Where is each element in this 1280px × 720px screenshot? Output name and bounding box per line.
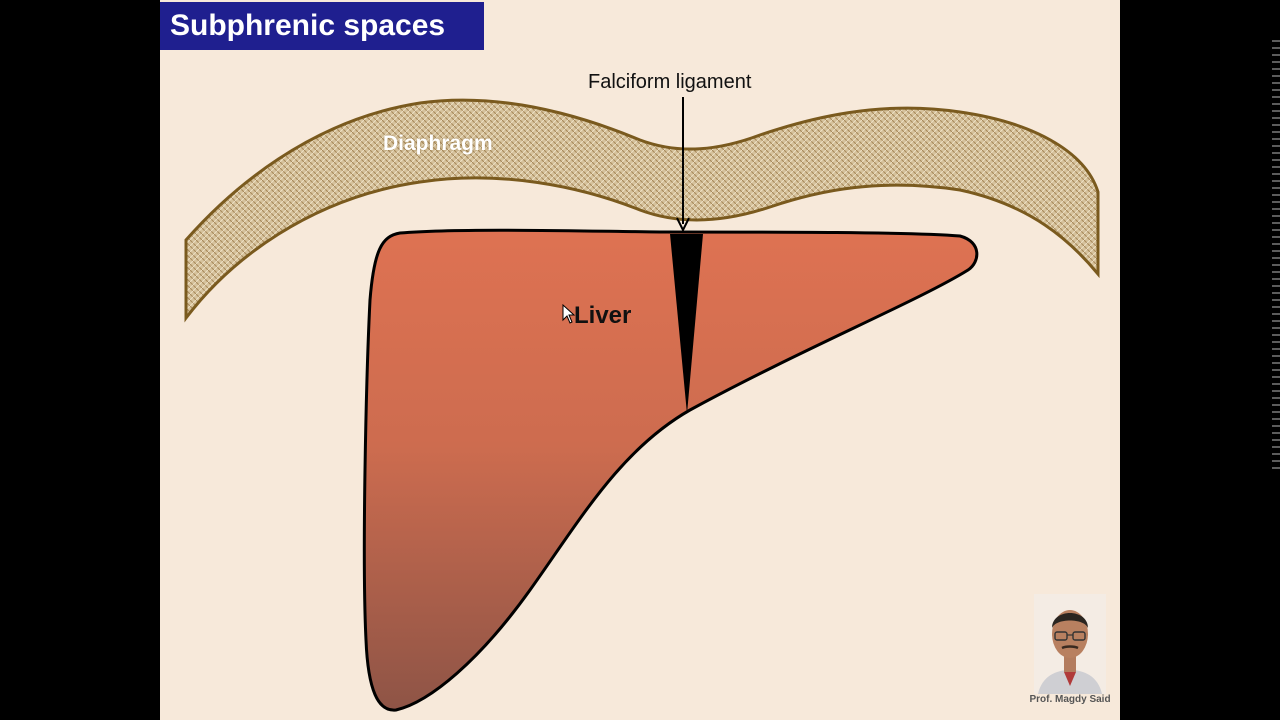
slide-title: Subphrenic spaces [160, 2, 484, 50]
falciform-ligament-wedge [670, 234, 703, 414]
falciform-ligament-label: Falciform ligament [588, 71, 752, 93]
presenter-badge: Prof. Magdy Said [1022, 588, 1118, 714]
slide: Subphrenic spaces Falciform ligament Dia… [160, 0, 1120, 720]
diaphragm-label: Diaphragm [383, 132, 493, 155]
liver-shape [362, 228, 979, 712]
anatomy-diagram [184, 97, 1100, 712]
presenter-photo [1034, 594, 1106, 694]
side-noise-strip [1272, 40, 1280, 470]
diaphragm-shape [184, 98, 1100, 323]
liver-label: Liver [574, 302, 632, 329]
presenter-name: Prof. Magdy Said [1029, 694, 1111, 705]
falciform-arrow-head [676, 217, 690, 233]
mouse-pointer-icon [562, 304, 576, 324]
